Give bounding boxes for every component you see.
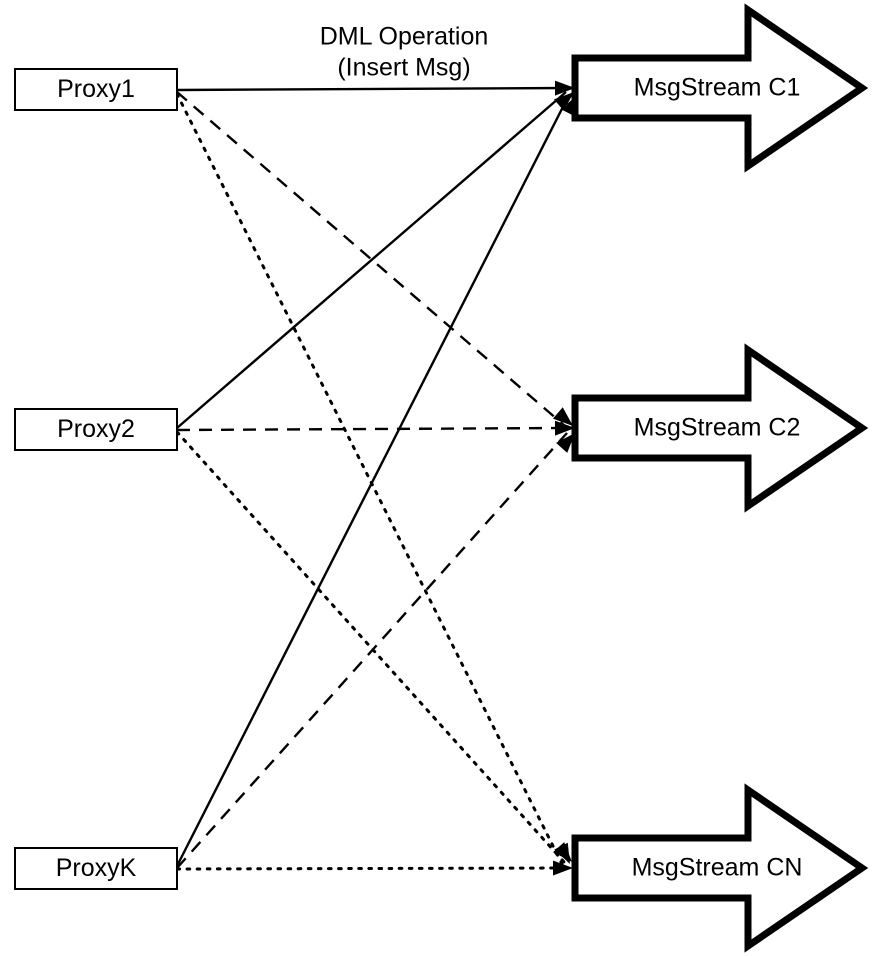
arrowhead-proxyk-to-cn: [552, 860, 573, 876]
stream-arrow-shape: [571, 3, 869, 173]
edge-proxyk-to-cn: [175, 866, 567, 871]
stream-msgstream_cn[interactable]: MsgStream CN: [571, 783, 869, 953]
edge-proxy2-to-c2: [176, 426, 568, 432]
arrowhead-proxy1-to-c2: [552, 407, 573, 426]
edge-proxy1-to-cn: [175, 92, 564, 866]
arrowhead-proxy2-to-cn: [553, 842, 572, 862]
dml-operation-annotation: DML Operation (Insert Msg): [320, 23, 489, 82]
stream-msgstream_c1[interactable]: MsgStream C1: [571, 3, 869, 173]
stream-label: MsgStream CN: [632, 854, 803, 882]
arrowhead-proxy2-to-c1: [553, 92, 574, 111]
node-box: [14, 847, 178, 890]
edge-proxy2-to-cn: [175, 430, 566, 864]
edges-layer: [175, 86, 571, 871]
stream-arrow-shape: [571, 783, 869, 953]
arrowhead-proxy1-to-c1: [554, 80, 575, 96]
stream-msgstream_c2[interactable]: MsgStream C2: [571, 343, 869, 513]
node-box: [14, 68, 178, 111]
stream-label: MsgStream C2: [634, 414, 801, 442]
node-label: ProxyK: [56, 854, 137, 882]
node-proxyk[interactable]: ProxyK: [14, 847, 178, 890]
node-proxy2[interactable]: Proxy2: [14, 408, 178, 451]
edge-proxyk-to-c1: [175, 94, 571, 867]
arrowhead-proxy2-to-c2: [554, 420, 575, 436]
annotation-line-2: (Insert Msg): [337, 54, 470, 82]
arrowheads-layer: [552, 80, 577, 876]
edge-proxy1-to-c1: [176, 86, 568, 92]
annotation-line-1: DML Operation: [320, 23, 489, 51]
arrowhead-proxyk-to-c2: [556, 433, 575, 453]
edge-proxyk-to-c2: [176, 432, 568, 869]
stream-arrow-shape: [571, 343, 869, 513]
node-box: [14, 408, 178, 451]
edge-proxy1-to-c2: [176, 91, 566, 427]
edge-proxy2-to-c1: [176, 91, 567, 429]
stream-label: MsgStream C1: [634, 74, 801, 102]
node-label: Proxy1: [57, 75, 135, 103]
streams-layer: MsgStream C1 MsgStream C2 MsgStream CN: [571, 3, 869, 953]
node-label: Proxy2: [57, 415, 135, 443]
node-proxy1[interactable]: Proxy1: [14, 68, 178, 111]
